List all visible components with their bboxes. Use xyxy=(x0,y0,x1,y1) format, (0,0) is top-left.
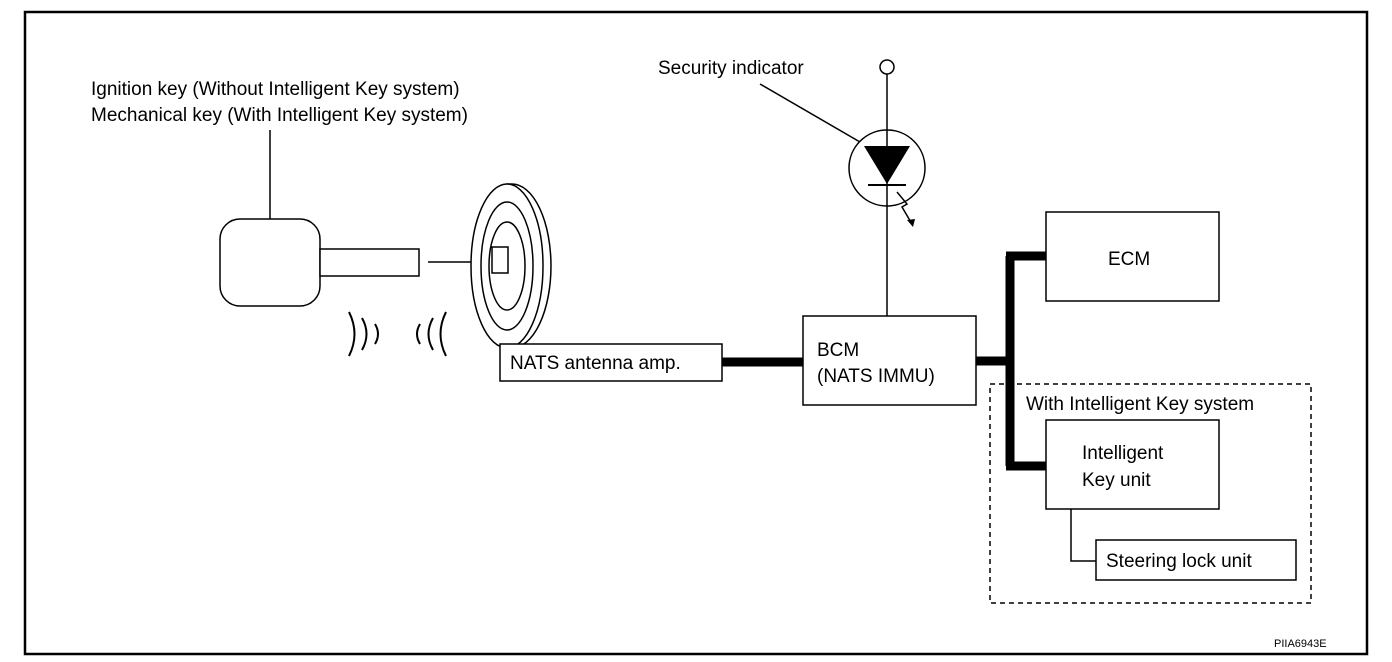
nats-antenna-amp-label: NATS antenna amp. xyxy=(510,353,681,374)
antenna-ring-icon xyxy=(470,183,552,349)
bcm-box xyxy=(802,315,977,406)
intelligent-key-unit-box xyxy=(1045,419,1220,510)
key-label-line2: Mechanical key (With Intelligent Key sys… xyxy=(91,105,468,126)
figure-id: PIIA6943E xyxy=(1274,638,1327,650)
diagram-frame xyxy=(23,10,1369,656)
intelligent-key-unit-label-line2: Key unit xyxy=(1082,470,1151,491)
intelligent-key-unit-label-line1: Intelligent xyxy=(1082,443,1164,464)
nats-antenna-amp-box xyxy=(499,343,723,382)
key-unit-to-steering-lock-wire xyxy=(1070,509,1096,562)
steering-lock-unit-label: Steering lock unit xyxy=(1106,551,1252,572)
bcm-label-line1: BCM xyxy=(817,340,859,361)
intelligent-key-group-label: With Intelligent Key system xyxy=(1026,394,1254,415)
key-label-line1: Ignition key (Without Intelligent Key sy… xyxy=(91,79,460,100)
steering-lock-unit-box xyxy=(1095,539,1297,581)
bus-bcm-to-ecm-and-key-unit xyxy=(976,251,1046,471)
ecm-label: ECM xyxy=(1108,249,1150,270)
power-terminal xyxy=(879,59,895,75)
security-indicator-label: Security indicator xyxy=(658,58,804,79)
ecm-box xyxy=(1045,211,1220,302)
radio-waves-icon xyxy=(348,311,447,357)
bcm-label-line2: (NATS IMMU) xyxy=(817,366,935,387)
led-icon xyxy=(848,129,926,227)
security-indicator-leader xyxy=(759,83,861,143)
key-blade xyxy=(319,248,420,277)
key-head xyxy=(219,218,321,307)
